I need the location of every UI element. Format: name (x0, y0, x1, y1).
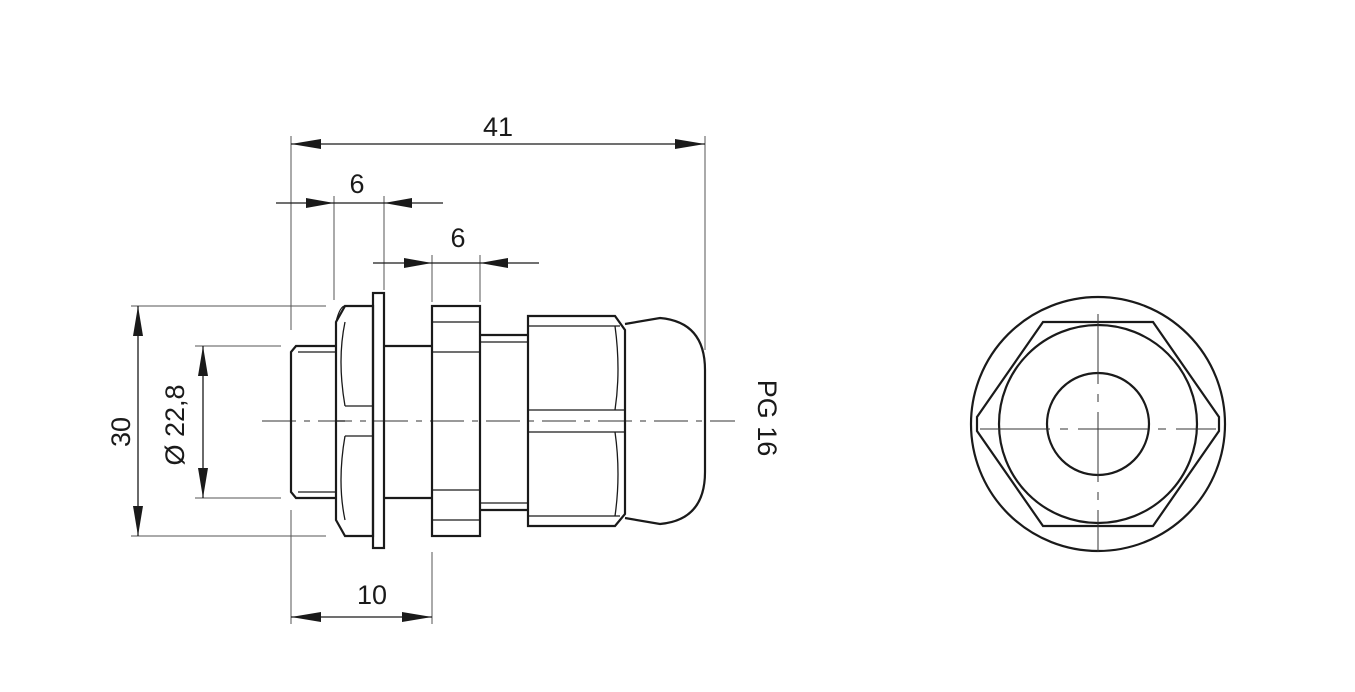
gland-body (384, 344, 432, 500)
gland-neck (480, 333, 528, 512)
flange-washer (371, 291, 386, 550)
dim-overall-length: 41 (290, 112, 706, 350)
thread-spec-label: PG 16 (752, 380, 782, 457)
thread-length-label: 10 (357, 580, 387, 610)
overall-length-label: 41 (483, 112, 513, 142)
side-view: 41 6 6 10 (106, 112, 782, 624)
front-hex (975, 320, 1221, 528)
dim-nut-width: 6 (276, 169, 443, 300)
cap-nut-hex (526, 314, 627, 528)
main-hex (430, 304, 482, 538)
dim-outer-height: 30 (106, 305, 326, 537)
outer-height-label: 30 (106, 417, 136, 447)
dim-thread-diameter: Ø 22,8 (160, 345, 281, 499)
front-view (969, 295, 1227, 553)
dim-thread-length: 10 (290, 510, 433, 624)
lock-nut (334, 304, 375, 538)
dome-cap (624, 316, 707, 526)
thread-stub (289, 344, 335, 500)
thread-diameter-label: Ø 22,8 (160, 384, 190, 465)
nut-width-label: 6 (349, 169, 364, 199)
dim-washer-gap: 6 (373, 223, 539, 302)
washer-gap-label: 6 (450, 223, 465, 253)
